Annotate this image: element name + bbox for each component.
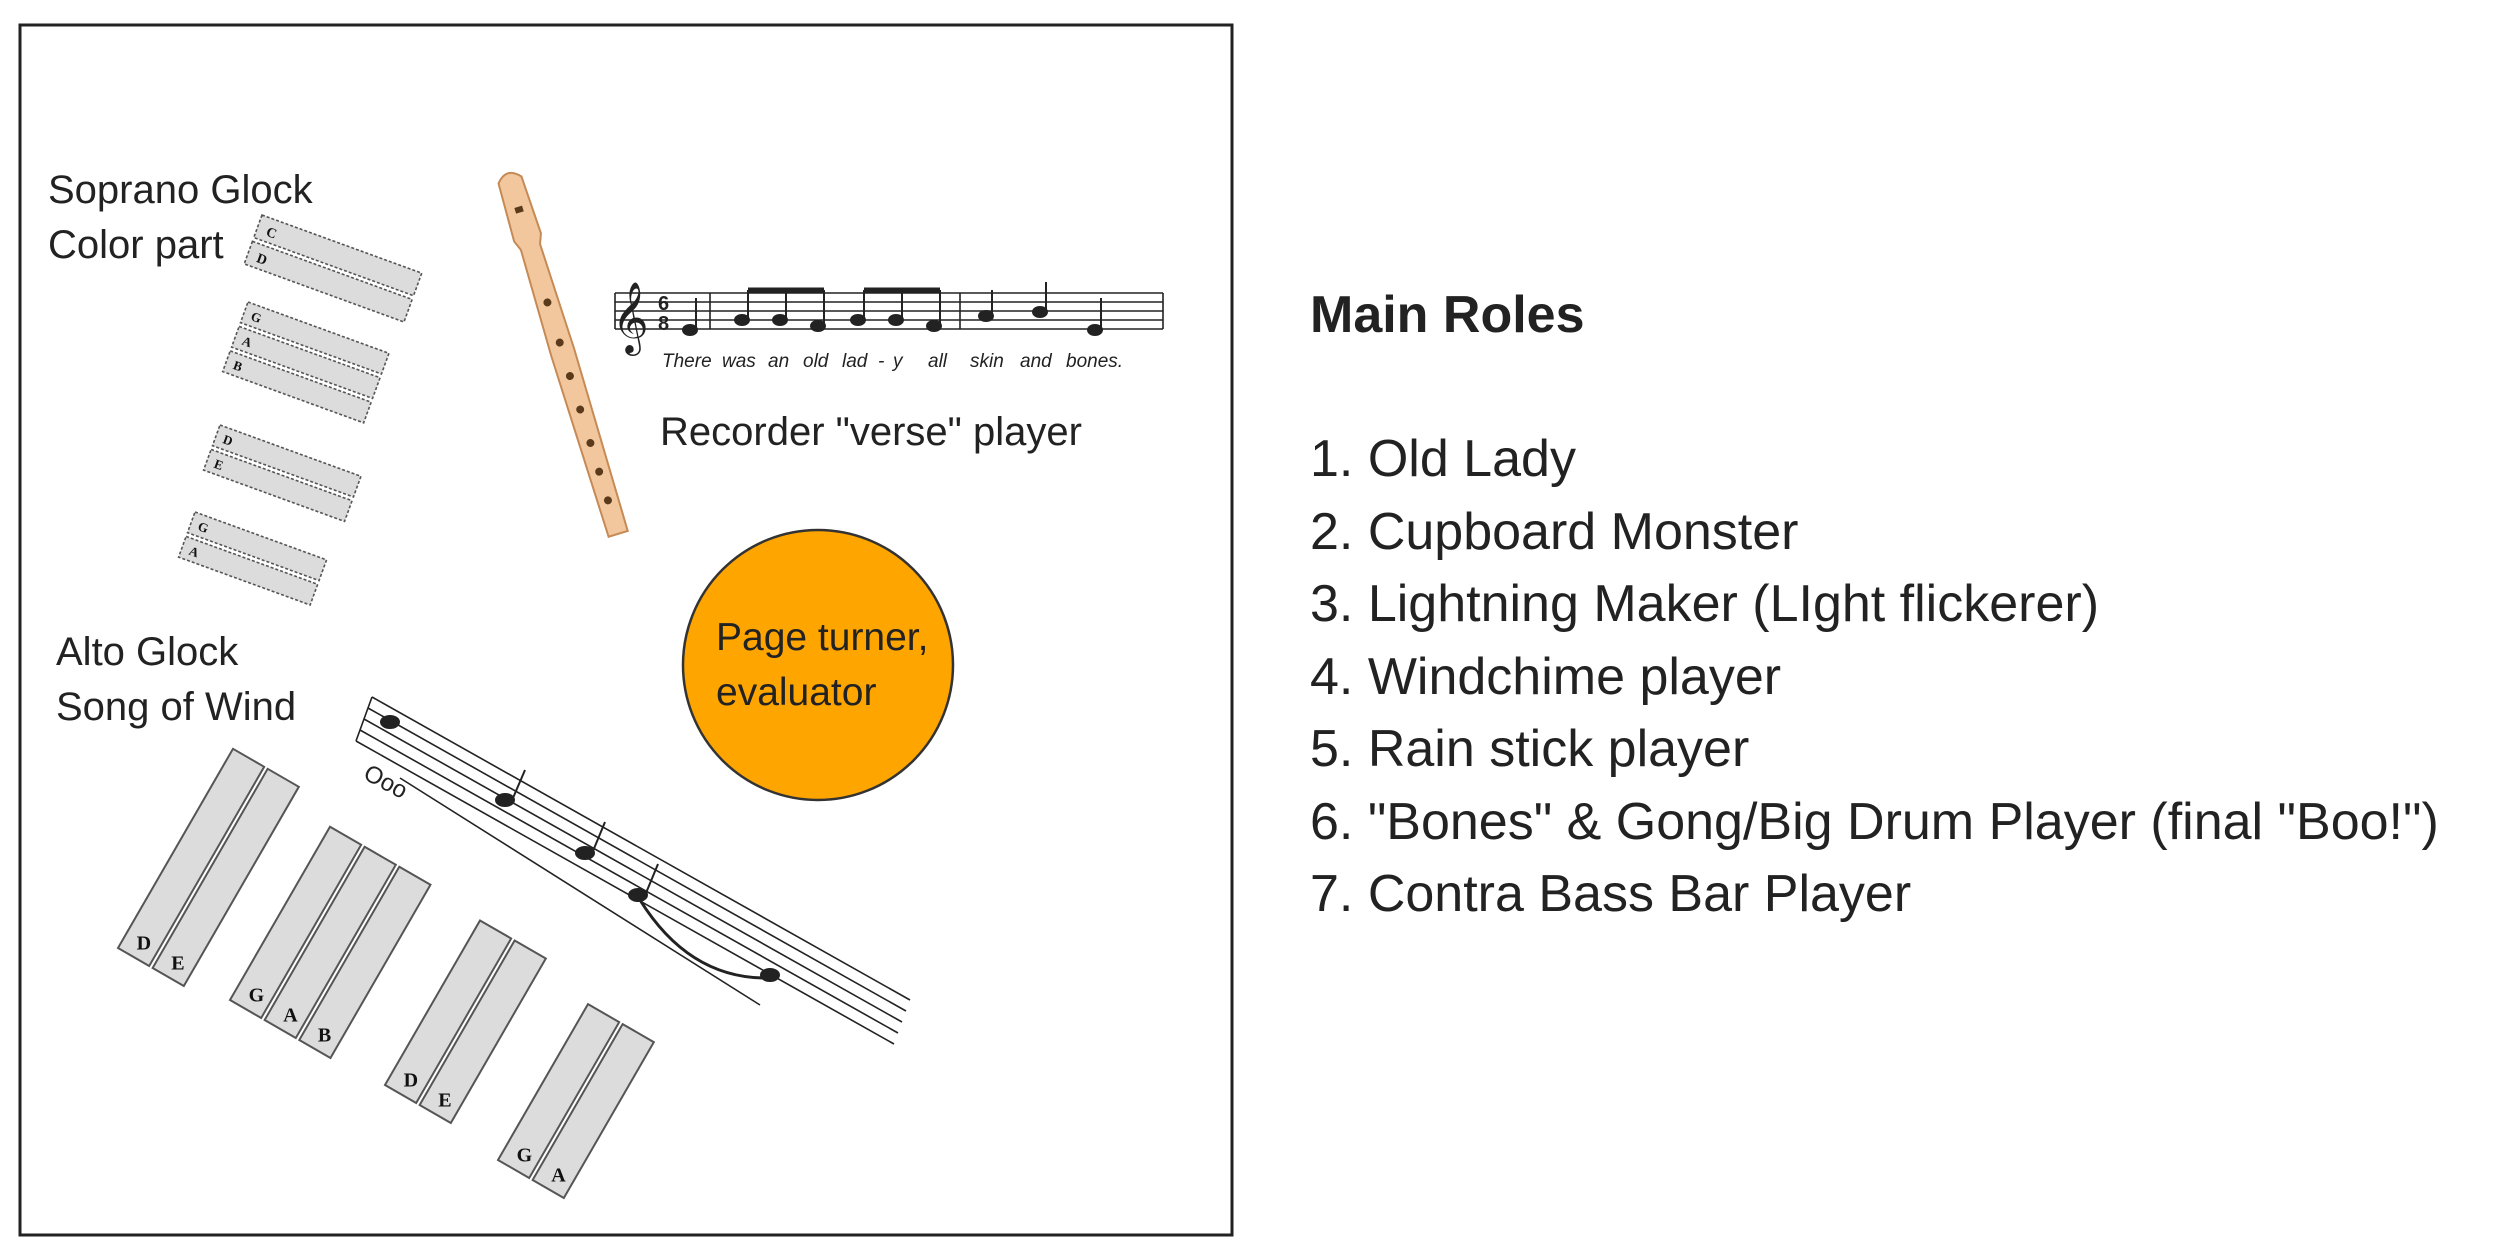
- role-item: 4. Windchime player: [1310, 647, 1782, 706]
- svg-text:D: D: [254, 251, 269, 269]
- bar-letter: A: [283, 1004, 298, 1026]
- svg-text:G: G: [196, 518, 211, 536]
- svg-text:G: G: [249, 308, 264, 326]
- lyric-word: old: [803, 351, 830, 372]
- recorder-staff: [614, 292, 1164, 330]
- page-turner-label-line2: evaluator: [716, 671, 876, 714]
- alto-staff-mark: Ooo: [359, 759, 412, 804]
- alto-notes: [380, 715, 780, 982]
- lyric-word: y: [891, 351, 904, 372]
- alto-glock-bars: D E G A B D E G A: [116, 747, 656, 1200]
- soprano-label-line2: Color part: [48, 223, 224, 267]
- bar-letter: E: [171, 952, 184, 974]
- role-item: 7. Contra Bass Bar Player: [1310, 865, 1912, 923]
- bar-letter: A: [551, 1164, 566, 1186]
- roles-list: 1. Old Lady 2. Cupboard Monster 3. Light…: [1310, 423, 2490, 931]
- lyric-word: and: [1020, 351, 1053, 372]
- role-item: 6. "Bones" & Gong/Big Drum Player (final…: [1310, 792, 2439, 851]
- lyric-word: was: [722, 351, 756, 372]
- bar-letter: D: [137, 932, 151, 954]
- time-signature-top: 6: [658, 293, 669, 315]
- recorder-icon: [497, 171, 629, 539]
- main-roles-heading: Main Roles: [1310, 286, 1585, 344]
- alto-staff: [355, 696, 911, 1045]
- soprano-label-line1: Soprano Glock: [48, 168, 314, 212]
- main-roles-panel: Main Roles 1. Old Lady 2. Cupboard Monst…: [1310, 285, 2490, 931]
- bar-letter: E: [438, 1089, 451, 1111]
- bar-letter: G: [249, 984, 265, 1006]
- svg-text:C: C: [264, 225, 279, 243]
- role-item: 2. Cupboard Monster: [1310, 502, 1799, 561]
- alto-label-line2: Song of Wind: [56, 685, 296, 729]
- page-turner-circle: [681, 528, 955, 802]
- lyric-word: bones.: [1066, 351, 1123, 372]
- recorder-notes: [682, 282, 1103, 336]
- page-turner-label-line1: Page turner,: [716, 616, 928, 659]
- lyric-word: an: [768, 351, 789, 372]
- treble-clef-icon: 𝄞: [612, 280, 649, 356]
- alto-label-line1: Alto Glock: [56, 630, 239, 674]
- time-signature-bottom: 8: [658, 313, 669, 335]
- lyric-word: skin: [970, 351, 1004, 372]
- role-item: 5. Rain stick player: [1310, 720, 1750, 778]
- recorder-lyrics: There was an old lad - y all skin and bo…: [662, 351, 1123, 372]
- role-item: 3. Lightning Maker (LIght flickerer): [1310, 575, 2100, 633]
- lyric-word: lad: [842, 351, 869, 372]
- lyric-word: all: [928, 351, 948, 372]
- lyric-word: There: [662, 351, 712, 372]
- bar-letter: D: [404, 1069, 418, 1091]
- bar-letter: B: [318, 1024, 331, 1046]
- stage-frame: [18, 23, 1234, 1237]
- lyric-word: -: [878, 351, 884, 372]
- recorder-label: Recorder "verse" player: [660, 410, 1082, 454]
- bar-letter: G: [517, 1144, 533, 1166]
- soprano-glock-bars: C D G A B D E G A: [177, 213, 423, 607]
- role-item: 1. Old Lady: [1310, 430, 1576, 488]
